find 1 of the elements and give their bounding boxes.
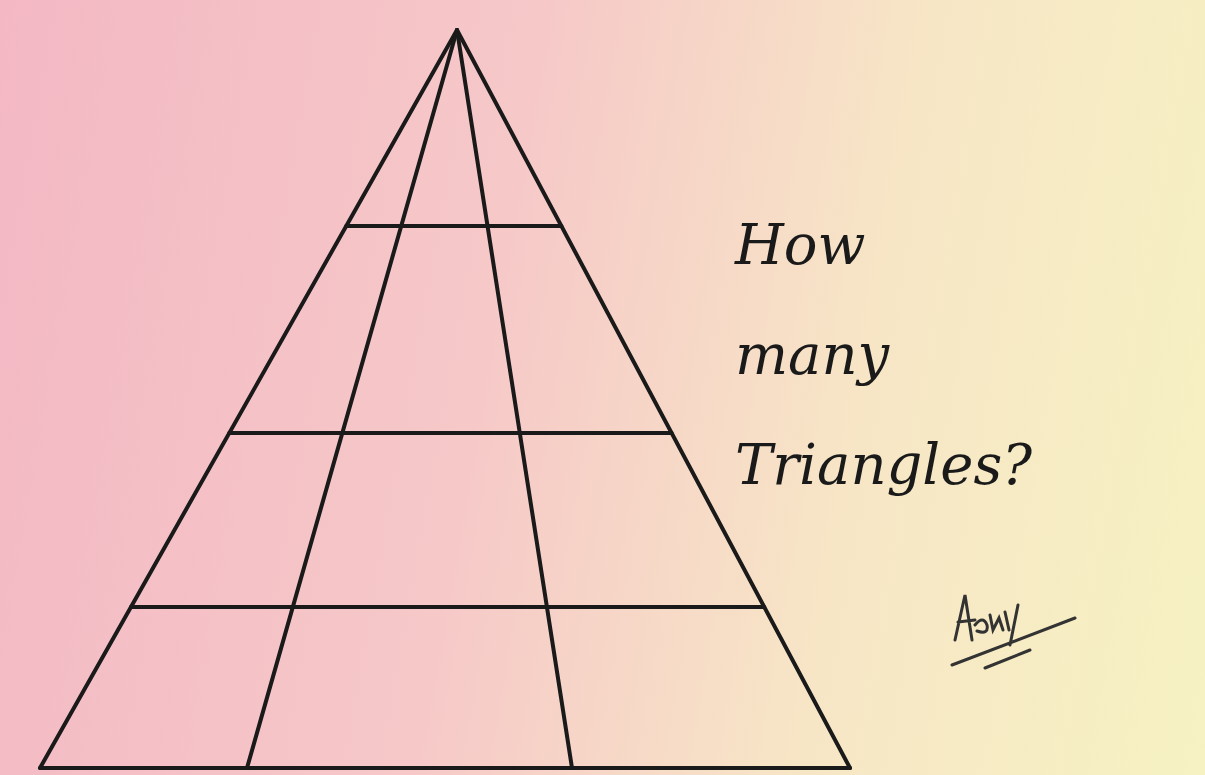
question-text: How many Triangles? — [735, 211, 1034, 499]
